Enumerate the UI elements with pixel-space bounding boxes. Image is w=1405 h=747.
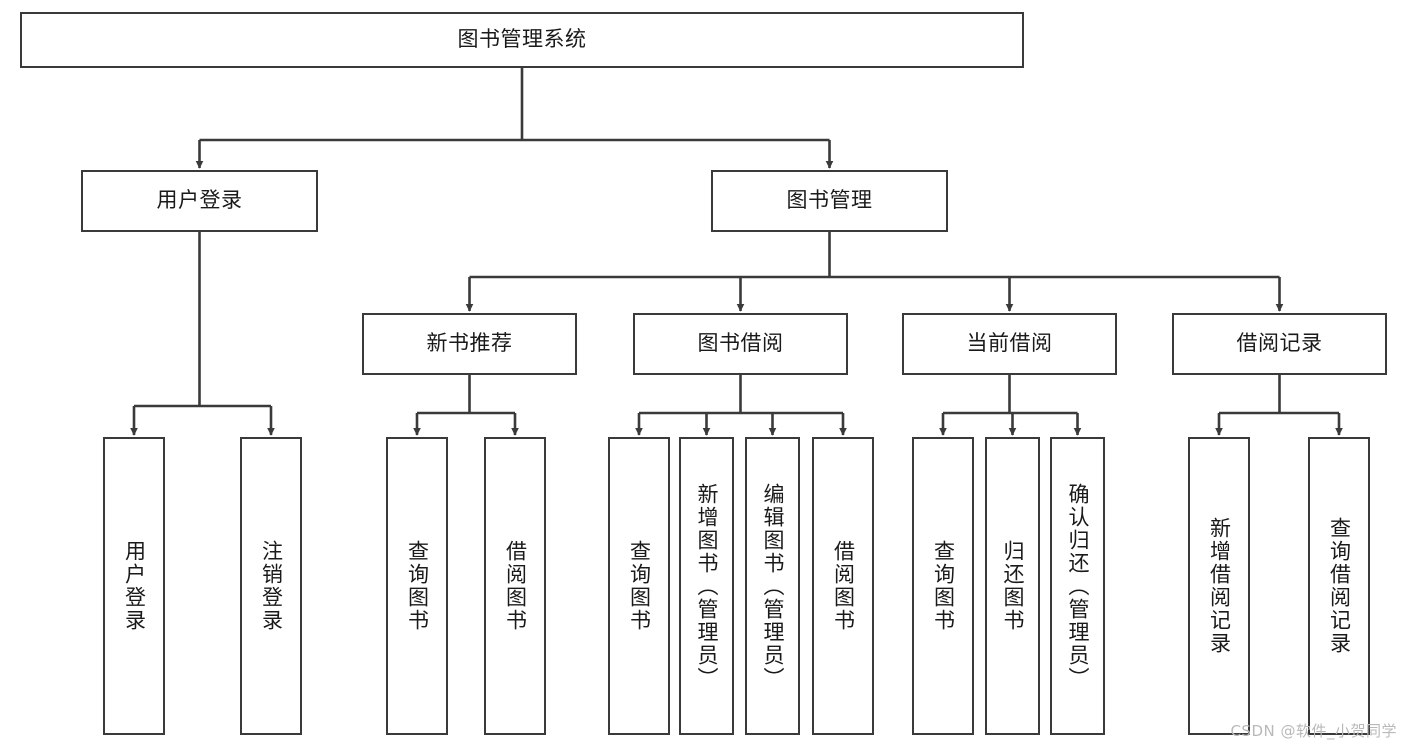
node-submodule-1[interactable]: 新书推荐	[362, 313, 577, 375]
node-leaf-13[interactable]: 查询借阅记录	[1308, 437, 1370, 735]
node-leaf-10[interactable]: 归还图书	[985, 437, 1040, 735]
node-leaf-4-label: 借阅图书	[503, 540, 528, 632]
node-leaf-7-label: 编辑图书（管理员）	[760, 482, 785, 690]
node-leaf-6[interactable]: 新增图书（管理员）	[679, 437, 734, 735]
node-submodule-3-label: 当前借阅	[966, 331, 1053, 356]
node-leaf-9-label: 查询图书	[931, 540, 956, 632]
node-submodule-3[interactable]: 当前借阅	[902, 313, 1117, 375]
node-leaf-6-label: 新增图书（管理员）	[694, 482, 719, 690]
node-leaf-12-label: 新增借阅记录	[1207, 517, 1232, 655]
node-leaf-1[interactable]: 用户登录	[103, 437, 165, 735]
node-submodule-2[interactable]: 图书借阅	[633, 313, 848, 375]
node-leaf-10-label: 归还图书	[1000, 540, 1025, 632]
node-leaf-11-label: 确认归还（管理员）	[1065, 482, 1090, 690]
node-leaf-3-label: 查询图书	[405, 540, 430, 632]
node-leaf-2-label: 注销登录	[259, 540, 284, 632]
node-module-2[interactable]: 图书管理	[711, 170, 948, 232]
node-submodule-4[interactable]: 借阅记录	[1172, 313, 1387, 375]
node-leaf-2[interactable]: 注销登录	[240, 437, 302, 735]
node-leaf-8-label: 借阅图书	[831, 540, 856, 632]
node-leaf-7[interactable]: 编辑图书（管理员）	[745, 437, 800, 735]
node-leaf-8[interactable]: 借阅图书	[812, 437, 874, 735]
node-submodule-2-label: 图书借阅	[697, 331, 784, 356]
node-root-system[interactable]: 图书管理系统	[20, 12, 1024, 68]
node-module-1[interactable]: 用户登录	[81, 170, 318, 232]
node-leaf-1-label: 用户登录	[122, 540, 147, 632]
node-leaf-13-label: 查询借阅记录	[1327, 517, 1352, 655]
node-leaf-3[interactable]: 查询图书	[386, 437, 448, 735]
node-module-1-label: 用户登录	[156, 188, 243, 213]
node-leaf-5[interactable]: 查询图书	[608, 437, 670, 735]
node-leaf-9[interactable]: 查询图书	[912, 437, 974, 735]
node-submodule-1-label: 新书推荐	[426, 331, 513, 356]
node-leaf-11[interactable]: 确认归还（管理员）	[1050, 437, 1105, 735]
node-leaf-12[interactable]: 新增借阅记录	[1188, 437, 1250, 735]
node-leaf-5-label: 查询图书	[627, 540, 652, 632]
node-module-2-label: 图书管理	[786, 188, 873, 213]
node-root-system-label: 图书管理系统	[457, 27, 587, 52]
node-submodule-4-label: 借阅记录	[1236, 331, 1323, 356]
node-leaf-4[interactable]: 借阅图书	[484, 437, 546, 735]
